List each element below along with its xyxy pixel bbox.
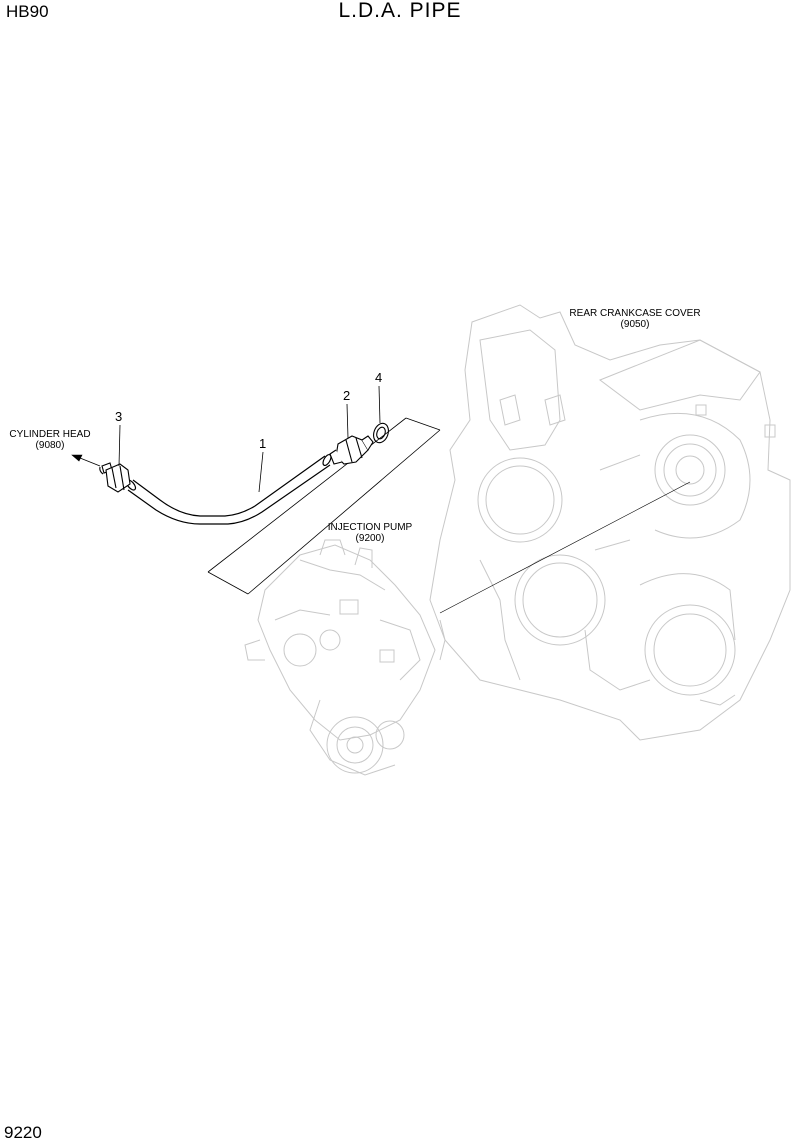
ref-rear-crankcase-cover[interactable]: REAR CRANKCASE COVER (9050) bbox=[555, 309, 715, 330]
ref-injection-pump-name: INJECTION PUMP bbox=[327, 522, 413, 533]
ref-cylinder-head-name: CYLINDER HEAD bbox=[9, 429, 91, 440]
callout-2[interactable]: 2 bbox=[343, 388, 351, 403]
ref-rear-crankcase-cover-code: (9050) bbox=[620, 319, 650, 330]
ref-cylinder-head[interactable]: CYLINDER HEAD (9080) bbox=[0, 430, 100, 451]
rear-crankcase-cover-ghost bbox=[429, 304, 791, 741]
leader-lines bbox=[79, 385, 381, 493]
ref-cylinder-head-code: (9080) bbox=[35, 440, 65, 451]
adapter-part-2[interactable] bbox=[329, 435, 374, 465]
model-code: HB90 bbox=[6, 2, 49, 21]
injection-pump-ghost bbox=[244, 539, 436, 776]
ref-rear-crankcase-cover-name: REAR CRANKCASE COVER bbox=[569, 308, 701, 319]
washer-part-4[interactable] bbox=[371, 421, 391, 445]
page-number: 9220 bbox=[4, 1123, 42, 1142]
fitting-part-3[interactable] bbox=[99, 462, 131, 493]
arrow-head-icon bbox=[71, 454, 83, 462]
callout-1[interactable]: 1 bbox=[259, 436, 267, 451]
ref-injection-pump-code: (9200) bbox=[355, 533, 385, 544]
callout-4[interactable]: 4 bbox=[375, 370, 383, 385]
reference-plane bbox=[207, 417, 691, 614]
page-title: L.D.A. PIPE bbox=[338, 0, 462, 22]
lda-pipe-part-1[interactable] bbox=[125, 453, 333, 525]
callout-3[interactable]: 3 bbox=[115, 409, 123, 424]
ref-injection-pump[interactable]: INJECTION PUMP (9200) bbox=[320, 523, 420, 544]
